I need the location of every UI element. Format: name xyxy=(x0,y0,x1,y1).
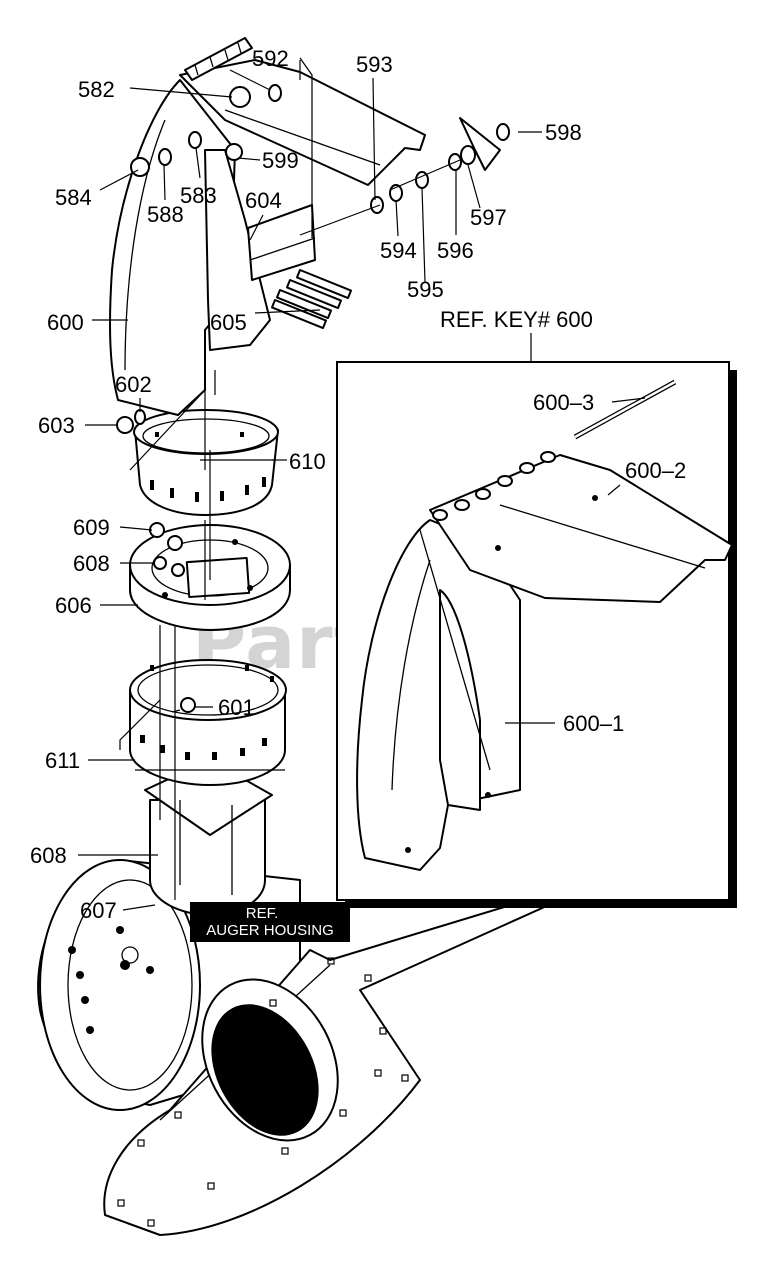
assembly-lines xyxy=(119,57,461,900)
callout-609: 609 xyxy=(73,515,110,540)
ref-auger-housing-tag: REF. AUGER HOUSING xyxy=(190,902,350,942)
callout-603: 603 xyxy=(38,413,75,438)
callout-607: 607 xyxy=(80,898,117,923)
ref-tag-line1: REF. xyxy=(246,905,279,922)
callout-605: 605 xyxy=(210,310,247,335)
inset-title: REF. KEY# 600 xyxy=(440,307,593,332)
callout-597: 597 xyxy=(470,205,507,230)
callout-606: 606 xyxy=(55,593,92,618)
callout-610: 610 xyxy=(289,449,326,474)
callout-600-1: 600–1 xyxy=(563,711,624,736)
callout-611: 611 xyxy=(45,748,80,773)
callout-592: 592 xyxy=(252,46,289,71)
callout-600-2: 600–2 xyxy=(625,458,686,483)
callout-601: 601 xyxy=(218,695,255,720)
callout-600-3: 600–3 xyxy=(533,390,594,415)
callout-labels: 582 592 593 598 599 584 588 583 597 604 … xyxy=(30,46,686,923)
callout-598: 598 xyxy=(545,120,582,145)
callout-600: 600 xyxy=(47,310,84,335)
discharge-chute xyxy=(109,37,510,434)
inset-box: REF. KEY# 600 xyxy=(336,307,737,908)
ref-tag-line2: AUGER HOUSING xyxy=(206,922,334,939)
callout-583: 583 xyxy=(180,183,217,208)
lower-ring xyxy=(129,659,287,786)
callout-588: 588 xyxy=(147,202,184,227)
callout-593: 593 xyxy=(356,52,393,77)
callout-596: 596 xyxy=(437,238,474,263)
upper-ring xyxy=(133,409,279,516)
callout-582: 582 xyxy=(78,77,115,102)
callout-595: 595 xyxy=(407,277,444,302)
callout-594: 594 xyxy=(380,238,417,263)
callout-599: 599 xyxy=(262,148,299,173)
callout-602: 602 xyxy=(115,372,152,397)
callout-584: 584 xyxy=(55,185,92,210)
callout-608-upper: 608 xyxy=(73,551,110,576)
leader-lines xyxy=(78,69,646,911)
callout-608-lower: 608 xyxy=(30,843,67,868)
callout-604: 604 xyxy=(245,188,282,213)
